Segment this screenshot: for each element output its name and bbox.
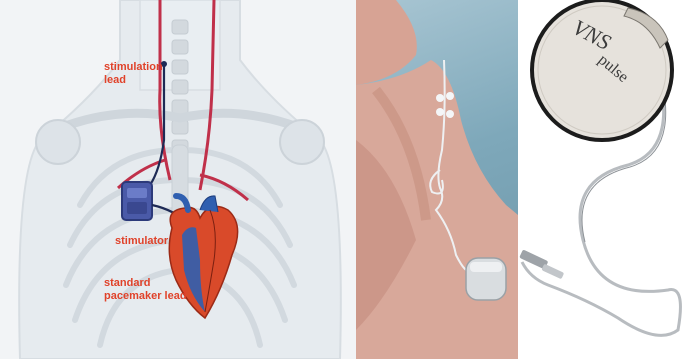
label-stimulator: stimulator bbox=[115, 235, 168, 248]
implant-photo bbox=[356, 0, 518, 359]
lead-connector bbox=[519, 249, 564, 279]
anatomy-diagram bbox=[0, 0, 356, 359]
chin bbox=[356, 0, 417, 85]
implanted-pulse-generator bbox=[466, 258, 506, 300]
device-product-panel: VNS pulse bbox=[518, 0, 689, 359]
label-pacemaker-lead: standard pacemaker lead bbox=[104, 277, 187, 303]
shoulder-left bbox=[36, 120, 80, 164]
label-stimulation-lead: stimulation lead bbox=[104, 61, 163, 87]
stimulator-device bbox=[122, 182, 152, 220]
shoulder-right bbox=[280, 120, 324, 164]
anatomy-diagram-panel: stimulation lead stimulator standard pac… bbox=[0, 0, 356, 359]
implant-photo-panel bbox=[356, 0, 518, 359]
